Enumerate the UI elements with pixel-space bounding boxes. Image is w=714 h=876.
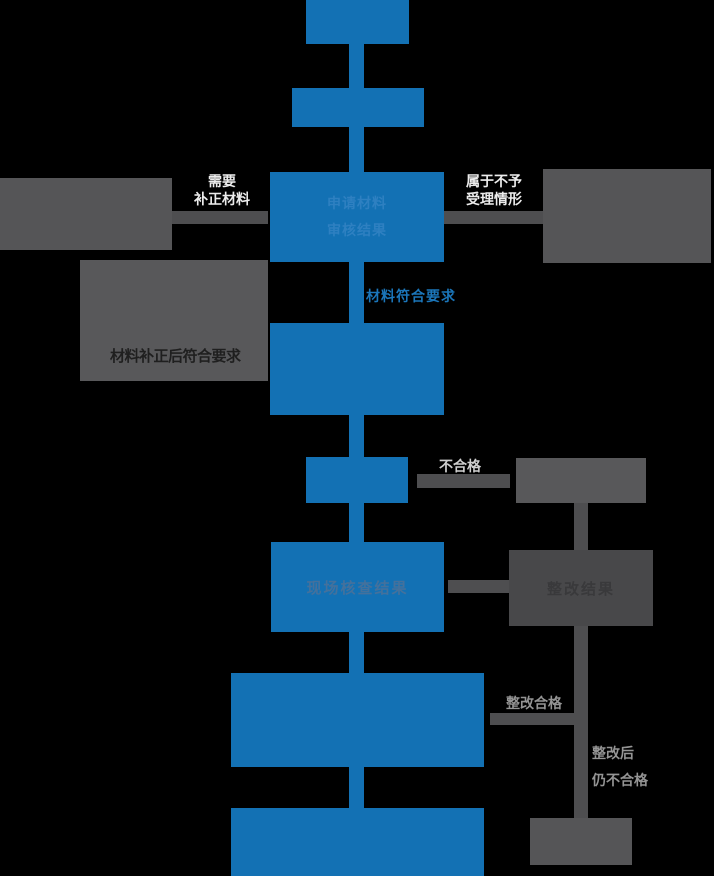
connector-v7	[349, 767, 364, 808]
site-inspection-label: 现场核查结果	[306, 579, 409, 597]
connector-v-rectify-long	[574, 626, 588, 818]
label-need-correction-line2: 补正材料	[194, 191, 250, 207]
label-rectify-still-fail: 整改后 仍不合格	[592, 740, 648, 794]
material-review-label-line2: 审核结果	[327, 222, 387, 238]
node-start	[306, 0, 409, 44]
node-step5	[306, 457, 408, 503]
label-rectify-pass: 整改合格	[506, 695, 562, 711]
node-rectification-result: 整改结果	[509, 550, 653, 626]
connector-v5	[349, 503, 364, 542]
connector-v6	[349, 632, 364, 673]
label-rectify-still-fail-line1: 整改后	[592, 745, 634, 761]
label-material-ok: 材料符合要求	[366, 288, 456, 304]
node-step4	[270, 323, 444, 415]
connector-v1	[349, 44, 364, 88]
node-fail-handling	[516, 458, 646, 503]
connector-h-fail	[417, 474, 510, 488]
connector-h-right1	[444, 211, 543, 224]
node-step8	[231, 808, 484, 876]
node-rejection-notice	[543, 169, 711, 263]
label-fail: 不合格	[439, 458, 481, 474]
label-rejection-case-line1: 属于不予	[466, 173, 522, 189]
rectification-result-label: 整改结果	[546, 580, 615, 598]
node-correction-resubmit: 材料补正后符合要求	[80, 260, 268, 381]
connector-v4	[349, 415, 364, 457]
correction-resubmit-label: 材料补正后符合要求	[110, 348, 241, 365]
node-supplement-notice	[0, 178, 172, 250]
node-step2	[292, 88, 424, 127]
connector-h-left1	[172, 211, 268, 224]
label-rejection-case: 属于不予 受理情形	[452, 172, 536, 208]
connector-h-rectify-pass	[490, 713, 574, 725]
material-review-label-line1: 申请材料	[327, 195, 387, 211]
connector-h-rectify	[448, 580, 509, 593]
label-rejection-case-line2: 受理情形	[466, 191, 522, 207]
connector-v-fail	[574, 503, 588, 550]
connector-v3	[349, 262, 364, 323]
label-need-correction: 需要 补正材料	[178, 172, 266, 208]
label-rectify-still-fail-line2: 仍不合格	[592, 772, 648, 788]
connector-v2	[349, 127, 364, 175]
label-need-correction-line1: 需要	[208, 173, 236, 189]
node-site-inspection-result: 现场核查结果	[271, 542, 444, 632]
node-final-fail	[530, 818, 632, 865]
node-step7	[231, 673, 484, 767]
node-material-review: 申请材料 审核结果	[270, 172, 444, 262]
